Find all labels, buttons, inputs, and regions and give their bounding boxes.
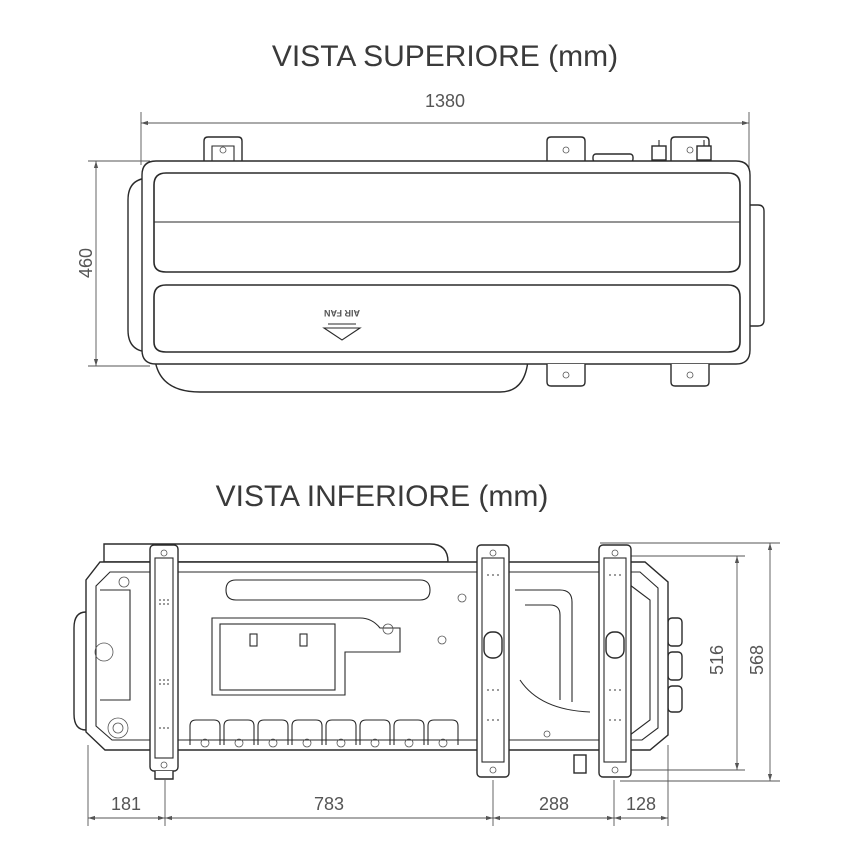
height-outer-label: 568 (747, 645, 767, 675)
mounting-rail (149, 544, 179, 780)
segment-label-3: 288 (539, 794, 569, 814)
mounting-rail (598, 544, 632, 778)
bottom-view-unit (73, 543, 683, 780)
drain-pockets (189, 719, 459, 748)
top-view-title: VISTA SUPERIORE (mm) (272, 40, 618, 73)
pipe-connector (592, 140, 712, 163)
segment-label-4: 128 (626, 794, 656, 814)
bottom-view-title: VISTA INFERIORE (mm) (216, 480, 549, 513)
height-inner-label: 516 (707, 645, 727, 675)
air-fan-marking: AIR FAN (322, 308, 362, 341)
bottom-height-dimensions: 516 568 (600, 542, 780, 782)
bottom-width-dimensions: 181 783 288 128 (87, 745, 669, 826)
bottom-mounting-tab (546, 364, 586, 387)
top-width-label: 1380 (425, 91, 465, 111)
bottom-mounting-tab (670, 364, 710, 387)
top-mounting-tab (546, 136, 586, 164)
top-view-unit: AIR FAN (127, 136, 765, 393)
segment-label-1: 181 (111, 794, 141, 814)
air-fan-label: AIR FAN (324, 308, 360, 318)
segment-label-2: 783 (314, 794, 344, 814)
top-height-label: 460 (76, 248, 96, 278)
mounting-rail (476, 544, 510, 778)
top-mounting-tab (203, 136, 243, 164)
top-width-dimension: 1380 (140, 91, 750, 210)
top-height-dimension: 460 (76, 160, 150, 367)
